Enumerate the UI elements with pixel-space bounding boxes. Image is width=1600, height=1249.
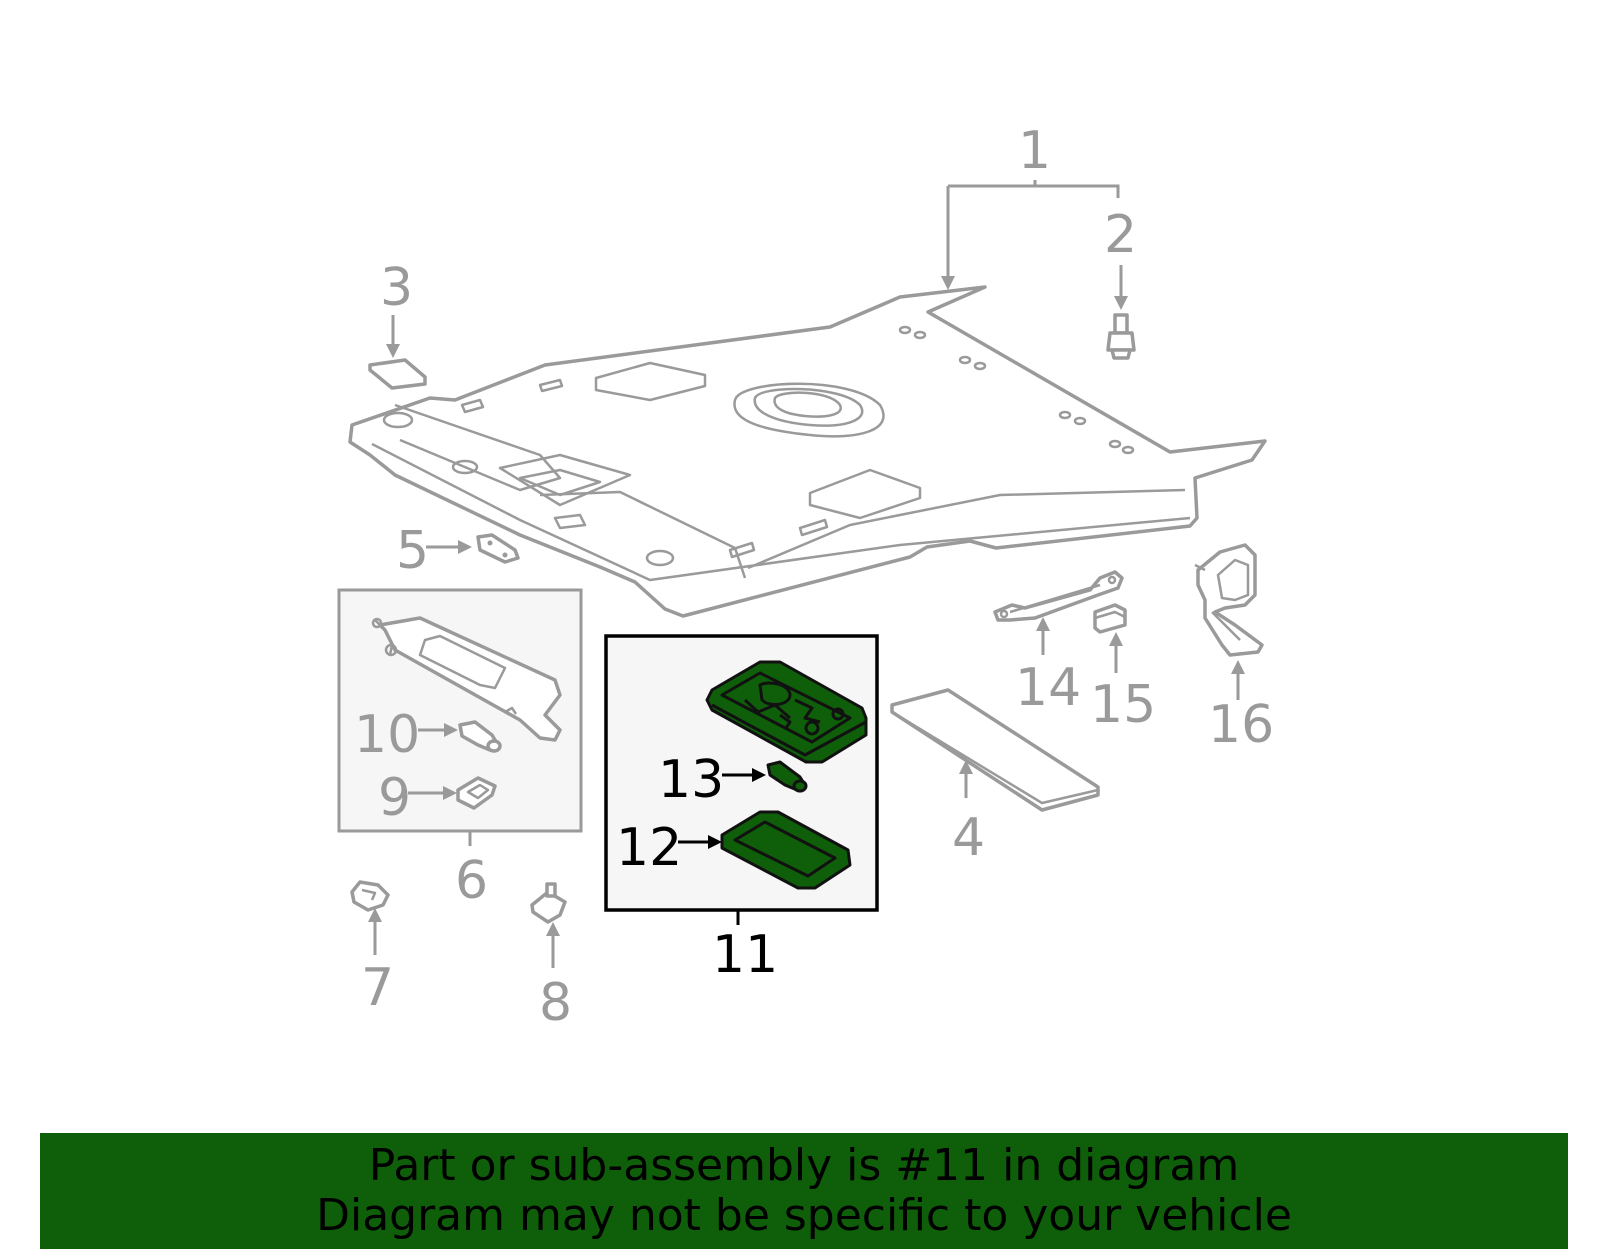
clip-part-2[interactable] xyxy=(1106,265,1136,360)
clip-part-8[interactable] xyxy=(530,882,567,968)
callout-15[interactable]: 15 xyxy=(1090,675,1156,735)
callout-5[interactable]: 5 xyxy=(396,521,429,581)
banner-line-2: Diagram may not be specific to your vehi… xyxy=(316,1190,1292,1241)
dome-lamp-housing[interactable] xyxy=(705,660,868,764)
callout-12[interactable]: 12 xyxy=(616,818,682,878)
lens-part-12[interactable] xyxy=(678,810,852,890)
cover-part-9[interactable] xyxy=(408,776,497,810)
callout-16[interactable]: 16 xyxy=(1208,695,1274,755)
assist-grip-part-14[interactable] xyxy=(993,570,1124,655)
callout-2[interactable]: 2 xyxy=(1104,205,1137,265)
trim-strip-part-4[interactable] xyxy=(890,688,1100,812)
callout-1[interactable]: 1 xyxy=(1018,121,1051,181)
callout-7[interactable]: 7 xyxy=(361,958,394,1018)
callout-10[interactable]: 10 xyxy=(354,705,420,765)
callout-13[interactable]: 13 xyxy=(658,750,724,810)
bulb-part-13[interactable] xyxy=(722,760,808,793)
callout-8[interactable]: 8 xyxy=(539,973,572,1033)
headliner-part[interactable] xyxy=(348,285,1267,618)
bracket-part-5[interactable] xyxy=(426,533,520,564)
visor-holder-part-10[interactable] xyxy=(418,720,502,753)
garnish-part-16[interactable] xyxy=(1194,543,1264,700)
clip-part-7[interactable] xyxy=(350,880,390,955)
banner-line-1: Part or sub-assembly is #11 in diagram xyxy=(368,1140,1240,1191)
callout-4[interactable]: 4 xyxy=(952,808,985,868)
cap-part-15[interactable] xyxy=(1093,603,1127,673)
callout-6[interactable]: 6 xyxy=(455,851,488,911)
callout-3[interactable]: 3 xyxy=(380,258,413,318)
callout-9[interactable]: 9 xyxy=(378,768,411,828)
callout-11[interactable]: 11 xyxy=(712,925,778,985)
info-banner: Part or sub-assembly is #11 in diagram D… xyxy=(40,1133,1568,1249)
callout-1-leader xyxy=(941,180,1120,290)
pad-part-3[interactable] xyxy=(368,315,427,390)
sun-visor-part[interactable] xyxy=(371,616,562,742)
callout-14[interactable]: 14 xyxy=(1015,658,1081,718)
